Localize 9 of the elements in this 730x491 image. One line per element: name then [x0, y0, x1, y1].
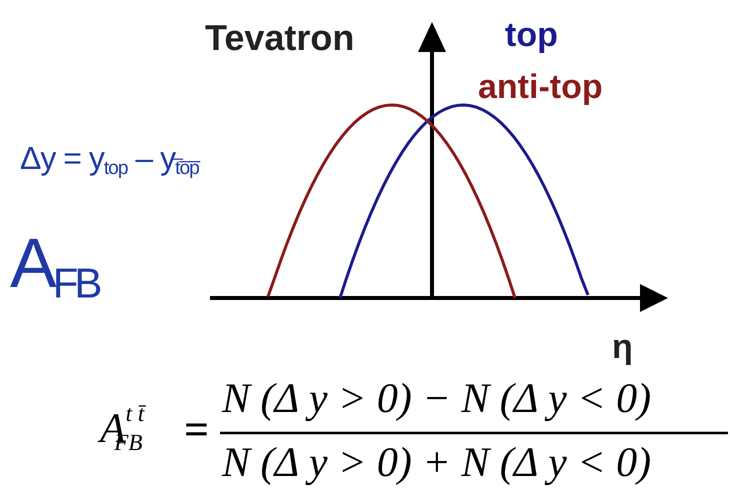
equals-sign: = [184, 408, 210, 452]
axis-label: η [612, 330, 633, 364]
legend-label: top [505, 18, 558, 52]
fraction-denominator: N (Δ y > 0) + N (Δ y < 0) [222, 442, 652, 484]
formula-text: Δy = y$_{top}$ – y$_{t̅o̅p̅}$ [20, 142, 199, 178]
fraction-numerator: N (Δ y > 0) − N (Δ y < 0) [222, 378, 652, 420]
plot-title: Tevatron [205, 20, 354, 56]
asymmetry-symbol: A$_{FB}$ [10, 228, 98, 304]
legend-label: anti-top [478, 70, 603, 104]
